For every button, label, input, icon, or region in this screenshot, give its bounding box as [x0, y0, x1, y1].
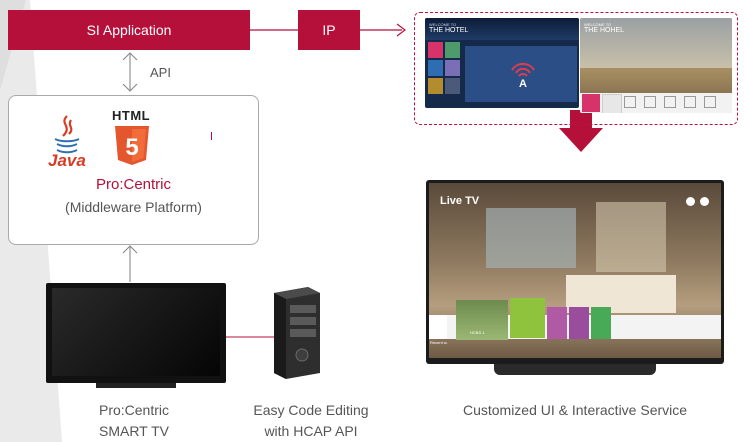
- smart-tv-caption: Pro:Centric SMART TV: [66, 400, 202, 442]
- ui-caption: Customized UI & Interactive Service: [462, 402, 688, 418]
- java-wordmark: Java: [48, 151, 86, 168]
- html-wordmark: HTML: [112, 108, 151, 123]
- code-caption-line2: with HCAP API: [264, 423, 358, 439]
- smart-tv: [46, 283, 226, 383]
- middleware-title: Pro:Centric: [95, 176, 172, 193]
- screens-dashed-frame: [414, 12, 738, 125]
- live-tv-label: Live TV: [440, 195, 480, 207]
- channel-text: HCBS 1: [470, 330, 485, 335]
- divider-tick: [211, 132, 212, 140]
- right-welcome: WELCOME TO: [584, 22, 612, 27]
- code-caption: Easy Code Editing with HCAP API: [226, 400, 396, 442]
- java-logo-icon: Java: [48, 115, 86, 168]
- smart-tv-stand: [96, 383, 176, 388]
- pc-tower-icon: [274, 287, 320, 379]
- html5-number: 5: [125, 134, 138, 161]
- ip-label: IP: [322, 22, 336, 38]
- right-hotel-name: THE HOHEL: [584, 27, 625, 34]
- wifi-icon: A: [511, 63, 535, 88]
- middleware-box: Java HTML 5 Pro:Centric (Middleware Plat…: [8, 95, 259, 245]
- tv-stand: [494, 364, 656, 375]
- si-application-bar: SI Application: [8, 10, 250, 50]
- html5-shield-icon: 5: [115, 126, 149, 165]
- hotel-screen-left: WELCOME TO THE HOTEL A: [425, 18, 579, 108]
- left-welcome: WELCOME TO: [429, 22, 457, 27]
- si-application-label: SI Application: [86, 22, 172, 38]
- hotel-screen-right: WELCOME TO THE HOHEL: [580, 18, 732, 113]
- smart-tv-caption-line2: SMART TV: [98, 423, 170, 439]
- svg-text:A: A: [519, 78, 527, 88]
- recent-label: Recent w.: [430, 340, 448, 345]
- hotel-room-tv: Live TV Recent w. HCBS 1: [426, 180, 724, 364]
- code-caption-line1: Easy Code Editing: [253, 402, 369, 418]
- ip-bar: IP: [298, 10, 360, 50]
- smart-tv-caption-line1: Pro:Centric: [98, 402, 170, 418]
- middleware-subtitle: (Middleware Platform): [65, 199, 202, 215]
- left-hotel-name: THE HOTEL: [429, 27, 469, 34]
- api-label: API: [150, 65, 171, 80]
